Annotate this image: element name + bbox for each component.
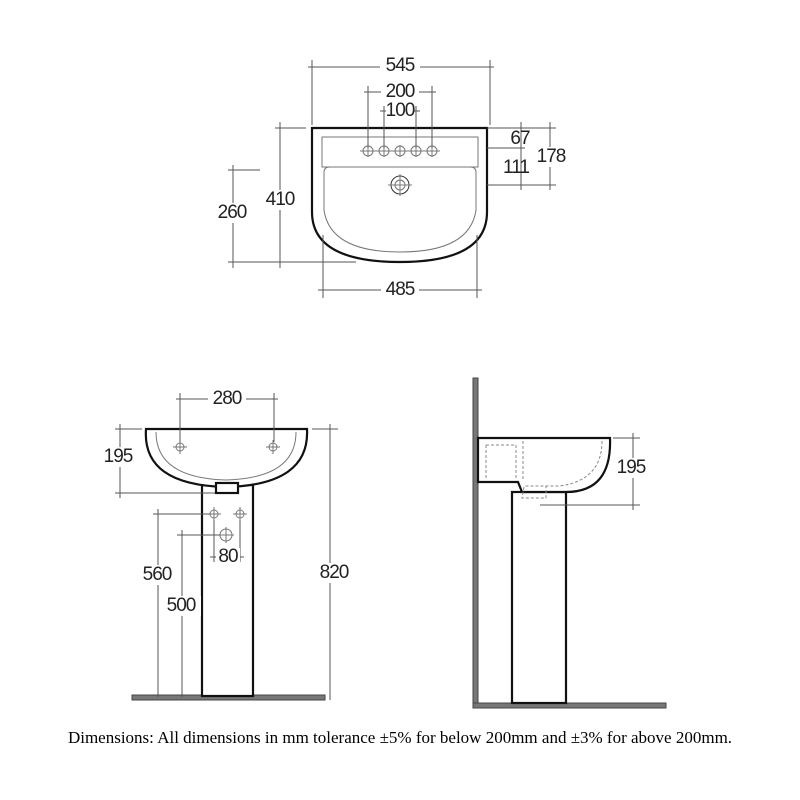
dim-820: 820 — [320, 562, 349, 583]
dim-545: 545 — [386, 55, 415, 76]
dim-260: 260 — [218, 202, 247, 223]
dim-100: 100 — [386, 100, 415, 121]
wall — [472, 377, 479, 706]
dim-67: 67 — [510, 128, 530, 149]
waste-front — [214, 481, 240, 495]
dim-500: 500 — [167, 595, 196, 616]
bowl-plan — [323, 166, 477, 253]
dim-485: 485 — [386, 279, 415, 300]
dim-80: 80 — [218, 546, 238, 567]
basin-side — [476, 436, 612, 494]
side-view: 195 — [472, 377, 667, 709]
front-view: 280 195 820 560 500 80 — [100, 388, 353, 701]
pedestal-front — [200, 483, 255, 698]
waste-hole — [388, 174, 412, 196]
basin-front — [144, 427, 309, 489]
dim-200: 200 — [386, 81, 415, 102]
dim-111: 111 — [503, 157, 529, 178]
fixing-holes — [173, 440, 280, 454]
dim-195: 195 — [104, 446, 133, 467]
dim-410: 410 — [266, 189, 295, 210]
dim-178: 178 — [537, 146, 566, 167]
floor-side — [472, 702, 667, 709]
supply-holes — [207, 507, 247, 543]
plan-view: 545 200 100 67 111 178 410 260 485 — [214, 55, 569, 300]
pedestal-side — [510, 490, 568, 705]
dim-280: 280 — [213, 388, 242, 409]
dimensions-caption: Dimensions: All dimensions in mm toleran… — [67, 728, 733, 747]
dim-560: 560 — [143, 564, 172, 585]
dim-195-side: 195 — [617, 457, 646, 478]
